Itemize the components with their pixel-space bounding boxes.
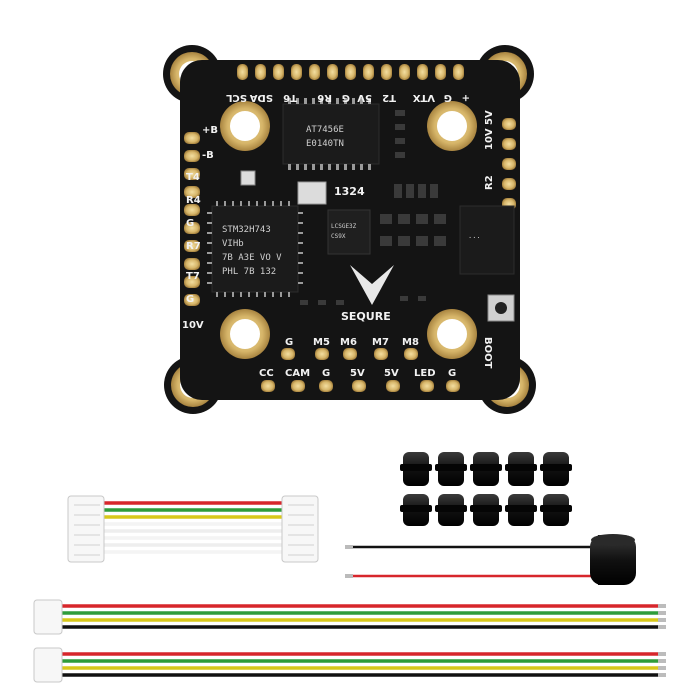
- pad-label-10v-right: 10V: [484, 128, 495, 150]
- pad-label-sda: SDA: [249, 92, 273, 103]
- osd-chip-line1: AT7456E: [306, 125, 344, 135]
- flash-chip-mark: ...: [468, 232, 481, 240]
- bottom-pad-labels-row2: CC CAM G 5V 5V LED G: [259, 368, 456, 379]
- grommet: [400, 452, 432, 486]
- pad-label-plus: +: [462, 92, 470, 103]
- grommet: [435, 452, 467, 486]
- pad-label-g-left2: G: [186, 294, 194, 305]
- gyro-chip: LCSGE3Z CS9X: [327, 209, 371, 255]
- right-pad-labels: 10V 5V R2 BOOT: [482, 110, 495, 369]
- pad-label-g-b2: G: [322, 368, 330, 379]
- pad-label-r7: R7: [186, 241, 201, 252]
- osd-chip-line2: E0140TN: [306, 139, 344, 149]
- gyro-line2: CS9X: [331, 233, 346, 240]
- pad-label-g: G: [342, 92, 350, 103]
- small-sensor: [240, 170, 256, 186]
- buzzer: [345, 534, 636, 585]
- mcu-line2: VIHb: [222, 239, 244, 249]
- grommet: [435, 494, 467, 526]
- pad-label-r2: R2: [484, 175, 495, 190]
- long-cable-1: [33, 599, 666, 635]
- left-solder-pads: [184, 132, 200, 306]
- bottom-pad-labels-row1: G M5 M6 M7 M8: [285, 337, 419, 348]
- short-connector-cable: [67, 495, 319, 563]
- pad-label-minus-b: -B: [202, 150, 214, 161]
- long-cable-1-connector: [33, 599, 63, 635]
- long-cable-2-connector: [33, 647, 63, 683]
- pad-label-g-b1: G: [285, 337, 293, 348]
- pad-label-g-b3: G: [448, 368, 456, 379]
- connector-right: [281, 495, 319, 563]
- buzzer-body: [590, 535, 636, 585]
- grommet: [505, 494, 537, 526]
- pad-label-5v-b1: 5V: [350, 368, 365, 379]
- boot-button: [487, 294, 515, 322]
- bottom-solder-pads: [261, 348, 460, 392]
- pad-label-led: LED: [414, 368, 436, 379]
- grommet: [505, 452, 537, 486]
- pad-label-vtx: VTX: [412, 92, 435, 103]
- grommet: [400, 494, 432, 526]
- pad-label-g-left: G: [186, 218, 194, 229]
- top-pad-labels: SCL SDA T6 R6 G 5V T2 VTX G +: [225, 92, 470, 103]
- pad-label-5v-right: 5V: [484, 110, 495, 125]
- barometer-chip: [297, 181, 327, 205]
- left-pad-labels: +B -B T4 R4 G R7 T7 G 10V: [182, 125, 218, 331]
- connector-left: [67, 495, 105, 563]
- pad-label-10v-left: 10V: [182, 320, 204, 331]
- pad-label-m8: M8: [402, 337, 419, 348]
- pad-label-t6: T6: [283, 92, 297, 103]
- pad-label-cc: CC: [259, 368, 274, 379]
- pad-label-t4: T4: [186, 172, 200, 183]
- flight-controller-board: AT7456E E0140TN STM32H743 VIHb 7B A3E VO…: [163, 45, 536, 414]
- pad-label-cam: CAM: [285, 368, 310, 379]
- smd-components: [300, 110, 446, 305]
- pad-label-r6: R6: [317, 92, 332, 103]
- pad-label-plus-b: +B: [202, 125, 218, 136]
- boot-label: BOOT: [482, 337, 493, 369]
- grommet: [470, 494, 502, 526]
- mcu-line3: 7B A3E VO V: [222, 253, 282, 263]
- pad-label-5v-b2: 5V: [384, 368, 399, 379]
- pad-label-t7: T7: [186, 271, 200, 282]
- code-1324: 1324: [334, 185, 365, 198]
- pad-label-5v: 5V: [357, 92, 372, 103]
- pad-label-m7: M7: [372, 337, 389, 348]
- pad-label-m5: M5: [313, 337, 330, 348]
- mcu-line4: PHL 7B 132: [222, 267, 276, 277]
- top-solder-pads: [237, 64, 464, 80]
- grommet: [540, 452, 572, 486]
- rubber-grommets: [400, 452, 572, 526]
- brand-logo-text: SEQURE: [341, 310, 391, 323]
- grommet: [540, 494, 572, 526]
- pad-label-g2: G: [444, 92, 452, 103]
- mcu-chip: STM32H743 VIHb 7B A3E VO V PHL 7B 132: [207, 201, 303, 297]
- long-cable-2: [33, 647, 666, 683]
- brand-v-logo: [350, 265, 394, 305]
- pad-label-m6: M6: [340, 337, 357, 348]
- pad-label-t2: T2: [382, 92, 396, 103]
- pad-label-r4: R4: [186, 195, 201, 206]
- grommet: [470, 452, 502, 486]
- inner-mounting-holes: [220, 101, 477, 359]
- gyro-line1: LCSGE3Z: [331, 223, 357, 230]
- flash-chip: ...: [459, 205, 515, 275]
- mcu-line1: STM32H743: [222, 225, 271, 235]
- pad-label-scl: SCL: [225, 92, 247, 103]
- osd-chip: AT7456E E0140TN: [282, 98, 380, 170]
